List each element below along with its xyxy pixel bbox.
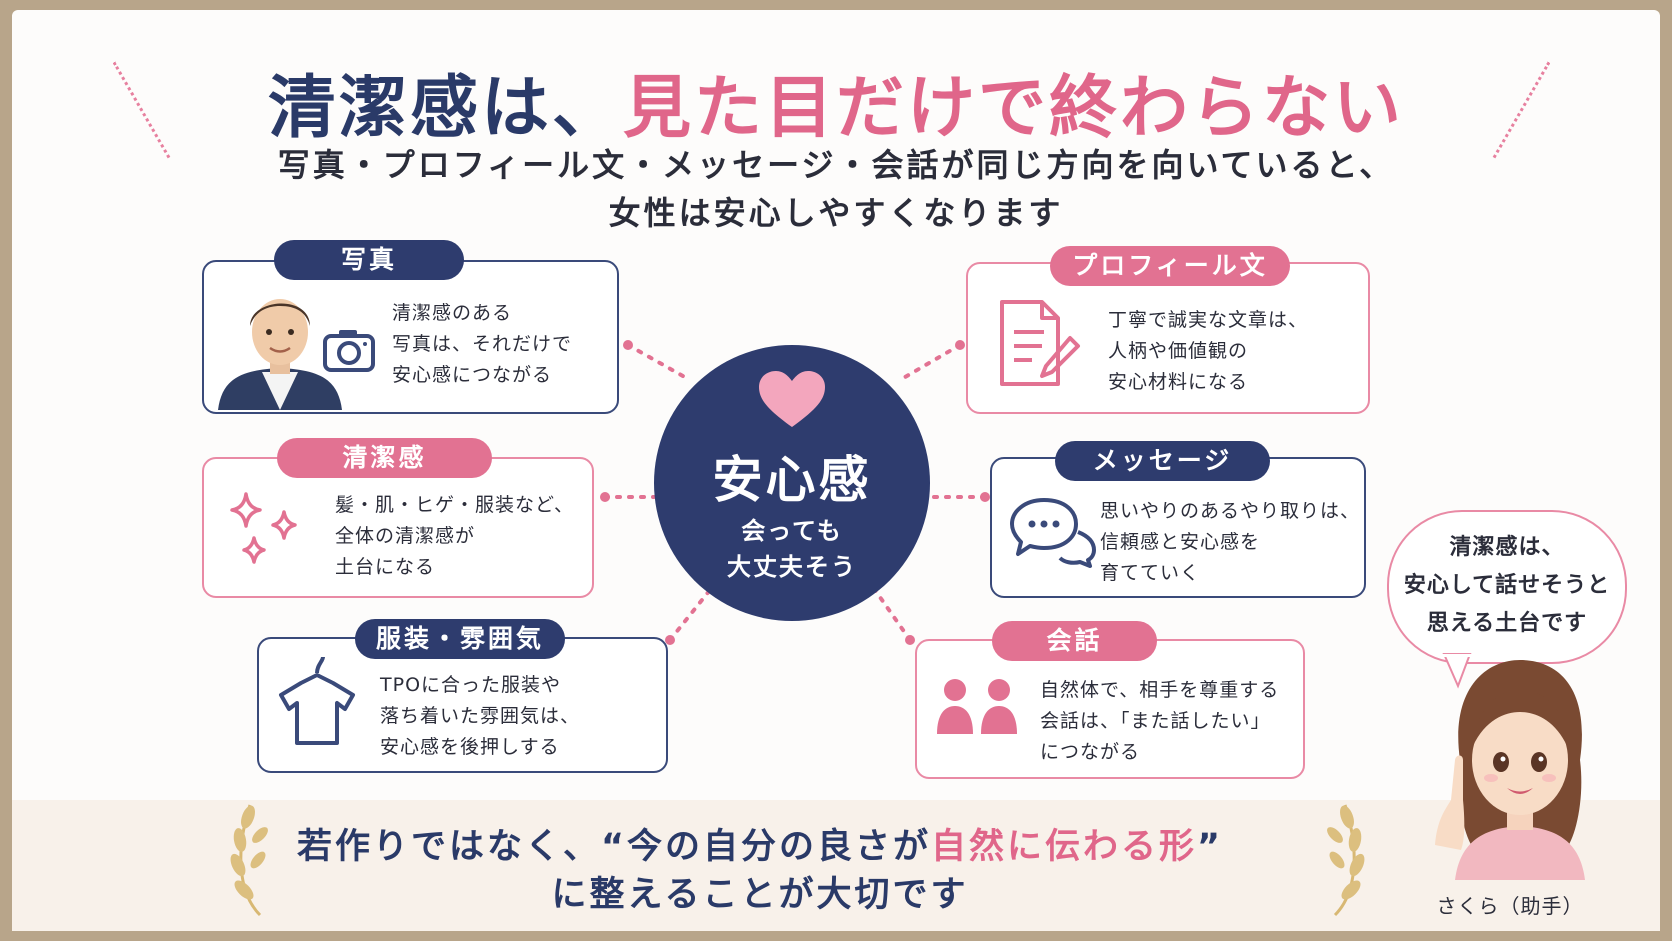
speech-bubble: 清潔感は、 安心して話せそうと 思える土台です (1387, 510, 1627, 664)
subtitle-line-1: 写真・プロフィール文・メッセージ・会話が同じ方向を向いていると、 (277, 146, 1395, 184)
man-avatar (218, 299, 342, 410)
bottom-line-1-part-1: 若作りではなく、“今の自分の良さが (296, 827, 931, 867)
people-icon (937, 679, 1017, 734)
laurel-left-icon (230, 804, 268, 917)
subtitle-line-2: 女性は安心しやすくなります (608, 194, 1064, 232)
card-conversation-text: 自然体で、相手を尊重する 会話は、「また話したい」 につながる (1040, 679, 1280, 763)
speech-bubble-text: 清潔感は、 安心して話せそうと 思える土台です (1403, 535, 1611, 636)
assistant-name: さくら（助手） (1436, 894, 1584, 918)
card-profile-label: プロフィール文 (1050, 246, 1290, 286)
center-subtitle: 会っても 大丈夫そう (727, 517, 857, 581)
card-conversation-label: 会話 (992, 621, 1157, 661)
card-cleanliness-text: 髪・肌・ヒゲ・服装など、 全体の清潔感が 土台になる (335, 494, 575, 578)
card-profile (966, 262, 1370, 414)
camera-icon (323, 330, 375, 372)
card-clothing (257, 637, 668, 773)
heart-icon (759, 371, 825, 427)
title-part-2: 見た目だけで終わらない (623, 69, 1405, 148)
chat-icon (1010, 498, 1096, 568)
card-profile-text: 丁寧で誠実な文章は、 人柄や価値観の 安心材料になる (1108, 309, 1309, 393)
speech-bubble-tail (1442, 653, 1474, 689)
bottom-band (12, 800, 1660, 931)
card-photo-label: 写真 (274, 240, 464, 280)
card-message-text: 思いやりのあるやり取りは、 信頼感と安心感を 育てていく (1100, 500, 1361, 584)
card-clothing-label: 服装・雰囲気 (355, 619, 565, 659)
center-title: 安心感 (712, 451, 872, 509)
card-cleanliness (202, 457, 594, 598)
bottom-message-line-1: 若作りではなく、“今の自分の良さが自然に伝わる形” (200, 818, 1320, 869)
bottom-message-line-2: に整えることが大切です (551, 875, 969, 915)
bottom-line-1-part-2: ” (1197, 827, 1224, 867)
bottom-line-1-accent: 自然に伝わる形 (930, 827, 1197, 867)
page-title: 清潔感は、見た目だけで終わらない (0, 52, 1672, 151)
card-photo-text: 清潔感のある 写真は、それだけで 安心感につながる (392, 302, 573, 386)
sparkle-icon (230, 492, 297, 564)
center-circle: 安心感 会っても 大丈夫そう (654, 345, 930, 621)
assistant-avatar (1435, 660, 1585, 880)
title-part-1: 清潔感は、 (267, 69, 623, 148)
shirt-icon (279, 656, 355, 745)
card-clothing-text: TPOに合った服装や 落ち着いた雰囲気は、 安心感を後押しする (380, 674, 581, 758)
card-cleanliness-label: 清潔感 (277, 438, 492, 478)
laurel-right-icon (1327, 804, 1365, 917)
document-icon (1000, 300, 1080, 386)
card-message-label: メッセージ (1055, 441, 1270, 481)
